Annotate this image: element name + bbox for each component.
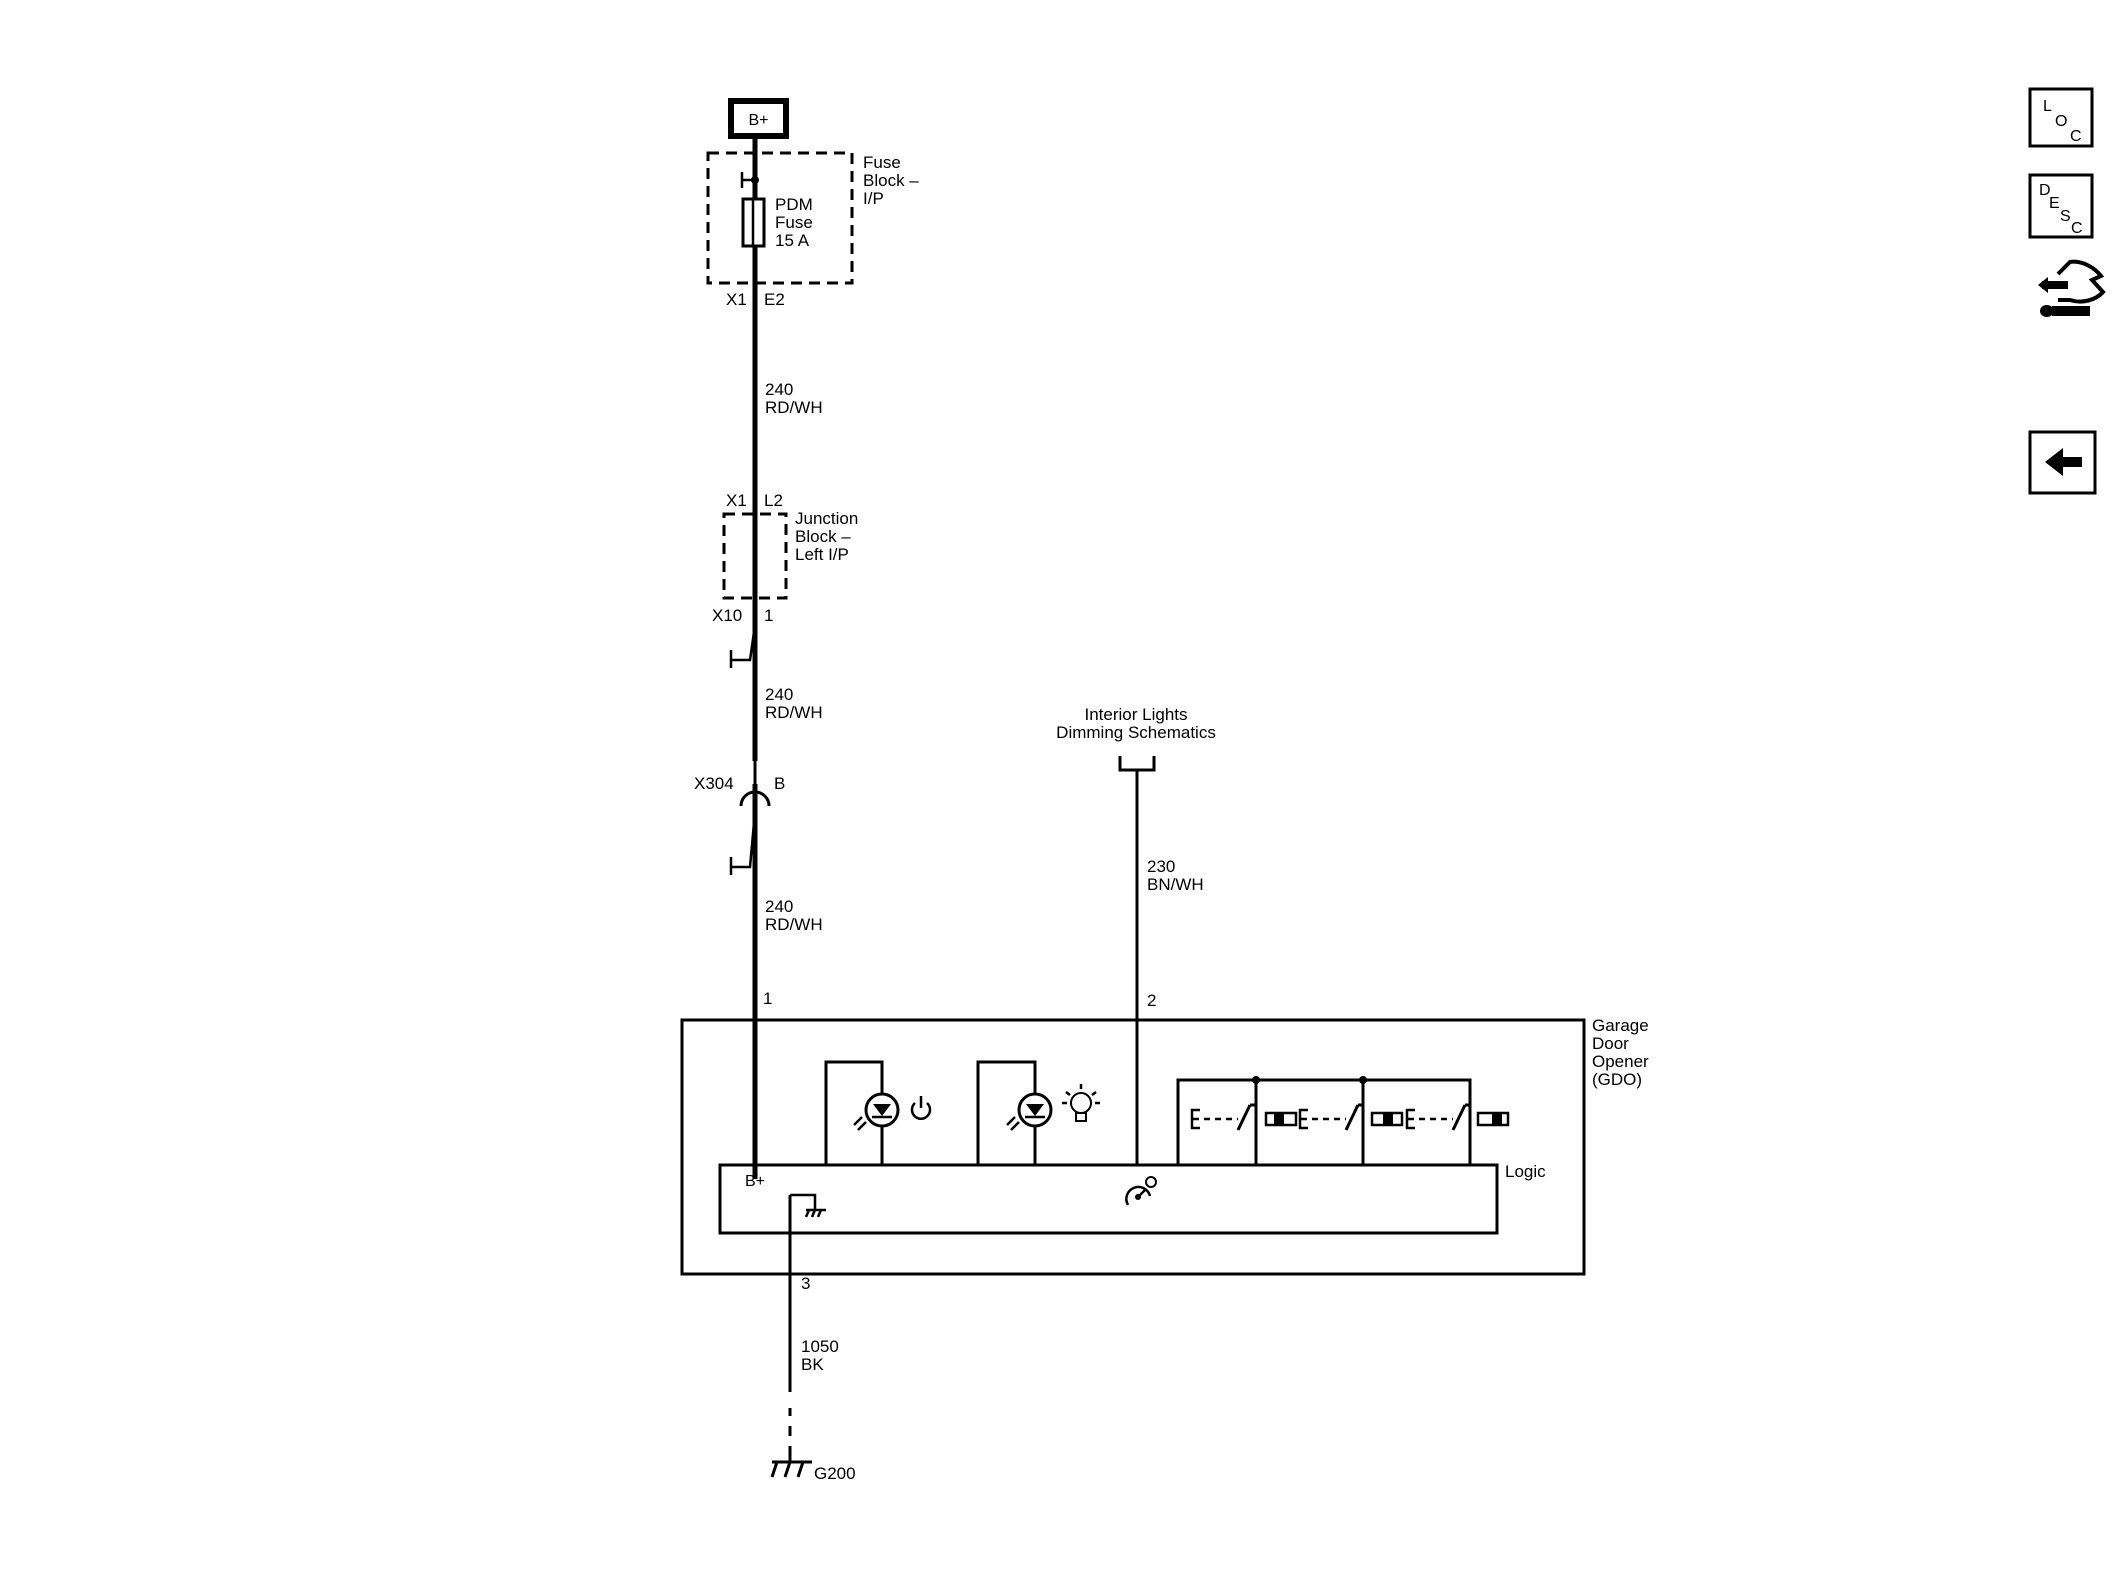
wire-color: RD/WH [765, 915, 823, 934]
junction-out-connector-label: X10 [712, 606, 742, 625]
junction-out-pin-label: 1 [764, 606, 773, 625]
ground-label: G200 [814, 1464, 856, 1483]
wire-circuit-number: 240 [765, 897, 793, 916]
svg-text:E: E [2049, 195, 2060, 212]
battery-positive-source: B+ [728, 98, 789, 139]
transmitter-button-2 [1298, 1103, 1404, 1131]
lamp-indicator-led [976, 1060, 1100, 1165]
junction-block-name-line1: Junction [795, 509, 858, 528]
fuse-block-name-line1: Fuse [863, 153, 901, 172]
garage-door-opener-module: Garage Door Opener (GDO) 1 2 Logic B+ [680, 989, 1649, 1276]
svg-text:L: L [2043, 98, 2052, 115]
junction-block: X1 L2 Junction Block – Left I/P X10 1 [712, 491, 858, 668]
wire-circuit-number: 1050 [801, 1337, 839, 1356]
gdo-pin-ground: 3 [801, 1274, 810, 1293]
wire-color: BN/WH [1147, 875, 1204, 894]
ground-g200: G200 [770, 1460, 856, 1483]
desc-icon: D E S C [2028, 173, 2094, 239]
description-button[interactable]: D E S C [2028, 173, 2094, 239]
fuse-name-line2: Fuse [775, 213, 813, 232]
wire-color: RD/WH [765, 703, 823, 722]
transmitter-switch-bank [1176, 1076, 1510, 1165]
fuse-name-line1: PDM [775, 195, 813, 214]
fuse-pin-label: E2 [764, 290, 785, 309]
wire-circuit-number: 240 [765, 380, 793, 399]
fuse-block-name-line2: Block – [863, 171, 919, 190]
wire-color: BK [801, 1355, 824, 1374]
power-indicator-led [824, 1060, 932, 1165]
gdo-name-line1: Garage [1592, 1016, 1649, 1035]
interior-lights-reference[interactable]: Interior Lights Dimming Schematics [1056, 705, 1216, 772]
loc-icon: L O C [2028, 87, 2094, 148]
svg-text:O: O [2055, 113, 2067, 130]
gdo-pin-dimming: 2 [1147, 991, 1156, 1010]
dimming-input-icon [1125, 1176, 1157, 1206]
junction-block-name-line3: Left I/P [795, 545, 849, 564]
wire-circuit-number: 240 [765, 685, 793, 704]
svg-text:S: S [2060, 208, 2071, 225]
svg-text:C: C [2070, 128, 2082, 145]
source-label: B+ [748, 112, 768, 129]
fuse-block: PDM Fuse 15 A Fuse Block – I/P X1 E2 [706, 151, 919, 309]
gdo-name-line2: Door [1592, 1034, 1629, 1053]
connector-repair-button[interactable] [2038, 259, 2106, 318]
logic-bplus-label: B+ [745, 1173, 765, 1190]
logic-label: Logic [1505, 1162, 1546, 1181]
gdo-name-line4: (GDO) [1592, 1070, 1642, 1089]
power-symbol-icon [910, 1096, 932, 1120]
back-button[interactable] [2028, 430, 2097, 495]
location-button[interactable]: L O C [2028, 87, 2094, 148]
fuse-connector-label: X1 [726, 290, 747, 309]
junction-in-pin-label: L2 [764, 491, 783, 510]
wire-color: RD/WH [765, 398, 823, 417]
gdo-name-line3: Opener [1592, 1052, 1649, 1071]
back-arrow-icon [2028, 430, 2097, 495]
inline-connector-label: X304 [694, 774, 734, 793]
inline-connector-x304: X304 B [694, 774, 785, 875]
svg-text:C: C [2071, 220, 2083, 237]
fuse-rating: 15 A [775, 231, 810, 250]
inline-connector-pin: B [774, 774, 785, 793]
junction-block-name-line2: Block – [795, 527, 851, 546]
transmitter-button-1 [1190, 1103, 1298, 1131]
fuse-block-name-line3: I/P [863, 189, 884, 208]
junction-in-connector-label: X1 [726, 491, 747, 510]
transmitter-button-3 [1405, 1103, 1510, 1131]
connector-repair-icon [2038, 259, 2106, 318]
reference-label-line2: Dimming Schematics [1056, 723, 1216, 742]
reference-label-line1: Interior Lights [1085, 705, 1188, 724]
lightbulb-icon [1062, 1084, 1100, 1122]
svg-text:D: D [2039, 182, 2051, 199]
wire-circuit-number: 230 [1147, 857, 1175, 876]
gdo-pin-power: 1 [763, 989, 772, 1008]
